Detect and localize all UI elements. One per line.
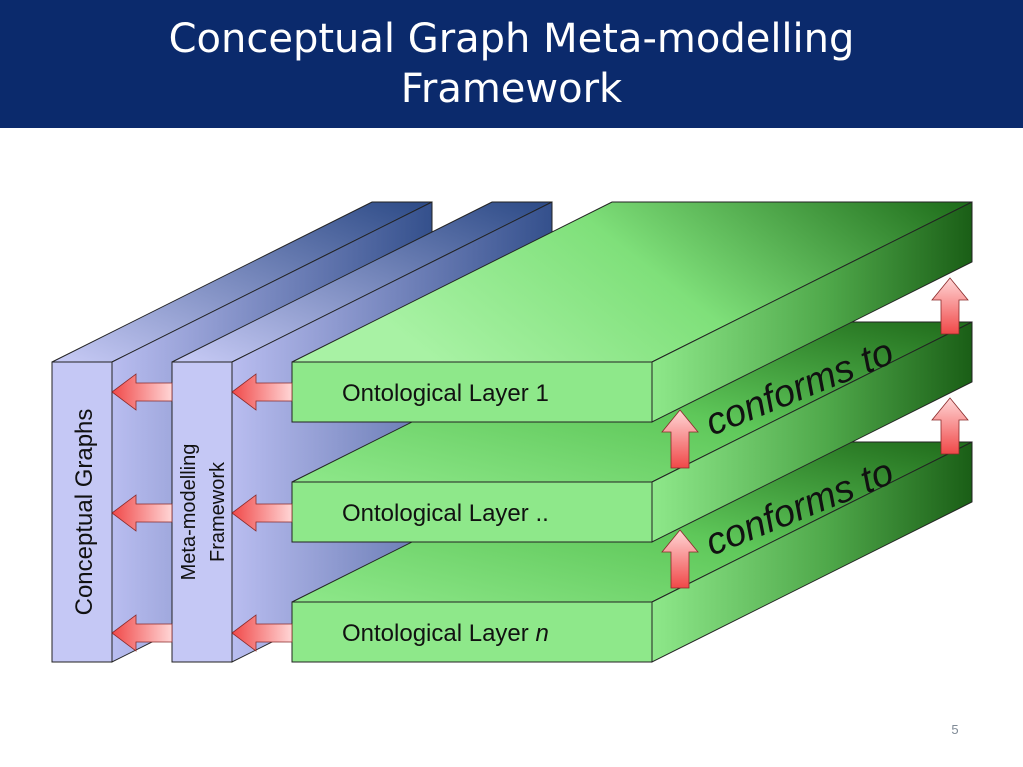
left-arrow-icon: [111, 373, 173, 411]
layer-middle-label: Ontological Layer ..: [342, 500, 549, 527]
conceptual-graphs-label: Conceptual Graphs: [71, 409, 98, 616]
slide-title: Conceptual Graph Meta-modelling Framewor…: [0, 0, 1023, 128]
left-arrow-icon: [231, 614, 293, 652]
left-arrow-icon: [111, 494, 173, 532]
up-arrow-icon: [661, 409, 699, 469]
arrows-to-conceptual-graphs: [111, 373, 173, 652]
left-arrow-icon: [231, 494, 293, 532]
layer-n-label: Ontological Layer n: [342, 620, 549, 647]
layer-1-label: Ontological Layer 1: [342, 380, 549, 407]
ontological-layer-1: Ontological Layer 1: [291, 201, 973, 423]
left-arrow-icon: [111, 614, 173, 652]
framework-label-line-1: Meta-modelling: [178, 444, 200, 581]
slide-number: 5: [951, 722, 959, 737]
left-arrow-icon: [231, 373, 293, 411]
framework-front-face: [171, 361, 233, 663]
conceptual-graphs-front-face: [51, 361, 113, 663]
slide-title-line-1: Conceptual Graph Meta-modelling: [168, 16, 855, 62]
up-arrow-icon: [931, 277, 969, 335]
slide-title-line-2: Framework: [400, 66, 623, 112]
up-arrow-icon: [931, 397, 969, 455]
layer-1-front-face: [291, 361, 653, 423]
up-arrow-icon: [661, 529, 699, 589]
arrows-to-framework: [231, 373, 293, 652]
framework-label-line-2: Framework: [207, 461, 229, 562]
layer-n-front-face: [291, 601, 653, 663]
